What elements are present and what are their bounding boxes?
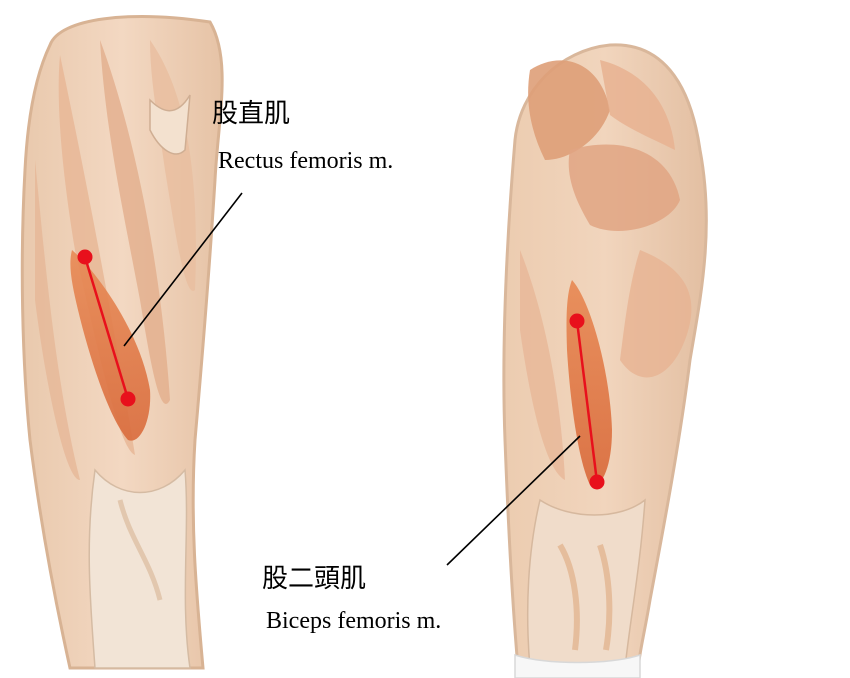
rectus-femoris-label-en: Rectus femoris m. [218,148,393,175]
biceps-marker-top [570,314,585,329]
right-leg-illustration [447,45,706,678]
rectus-marker-top [78,250,93,265]
right-knee [528,500,645,668]
rectus-femoris-label-jp: 股直肌 [212,93,290,130]
biceps-femoris-label-en: Biceps femoris m. [266,608,441,635]
left-leg-illustration [22,17,242,668]
biceps-femoris-label-jp: 股二頭肌 [262,558,366,595]
biceps-marker-bottom [590,475,605,490]
rectus-marker-bottom [121,392,136,407]
left-knee [89,470,190,668]
